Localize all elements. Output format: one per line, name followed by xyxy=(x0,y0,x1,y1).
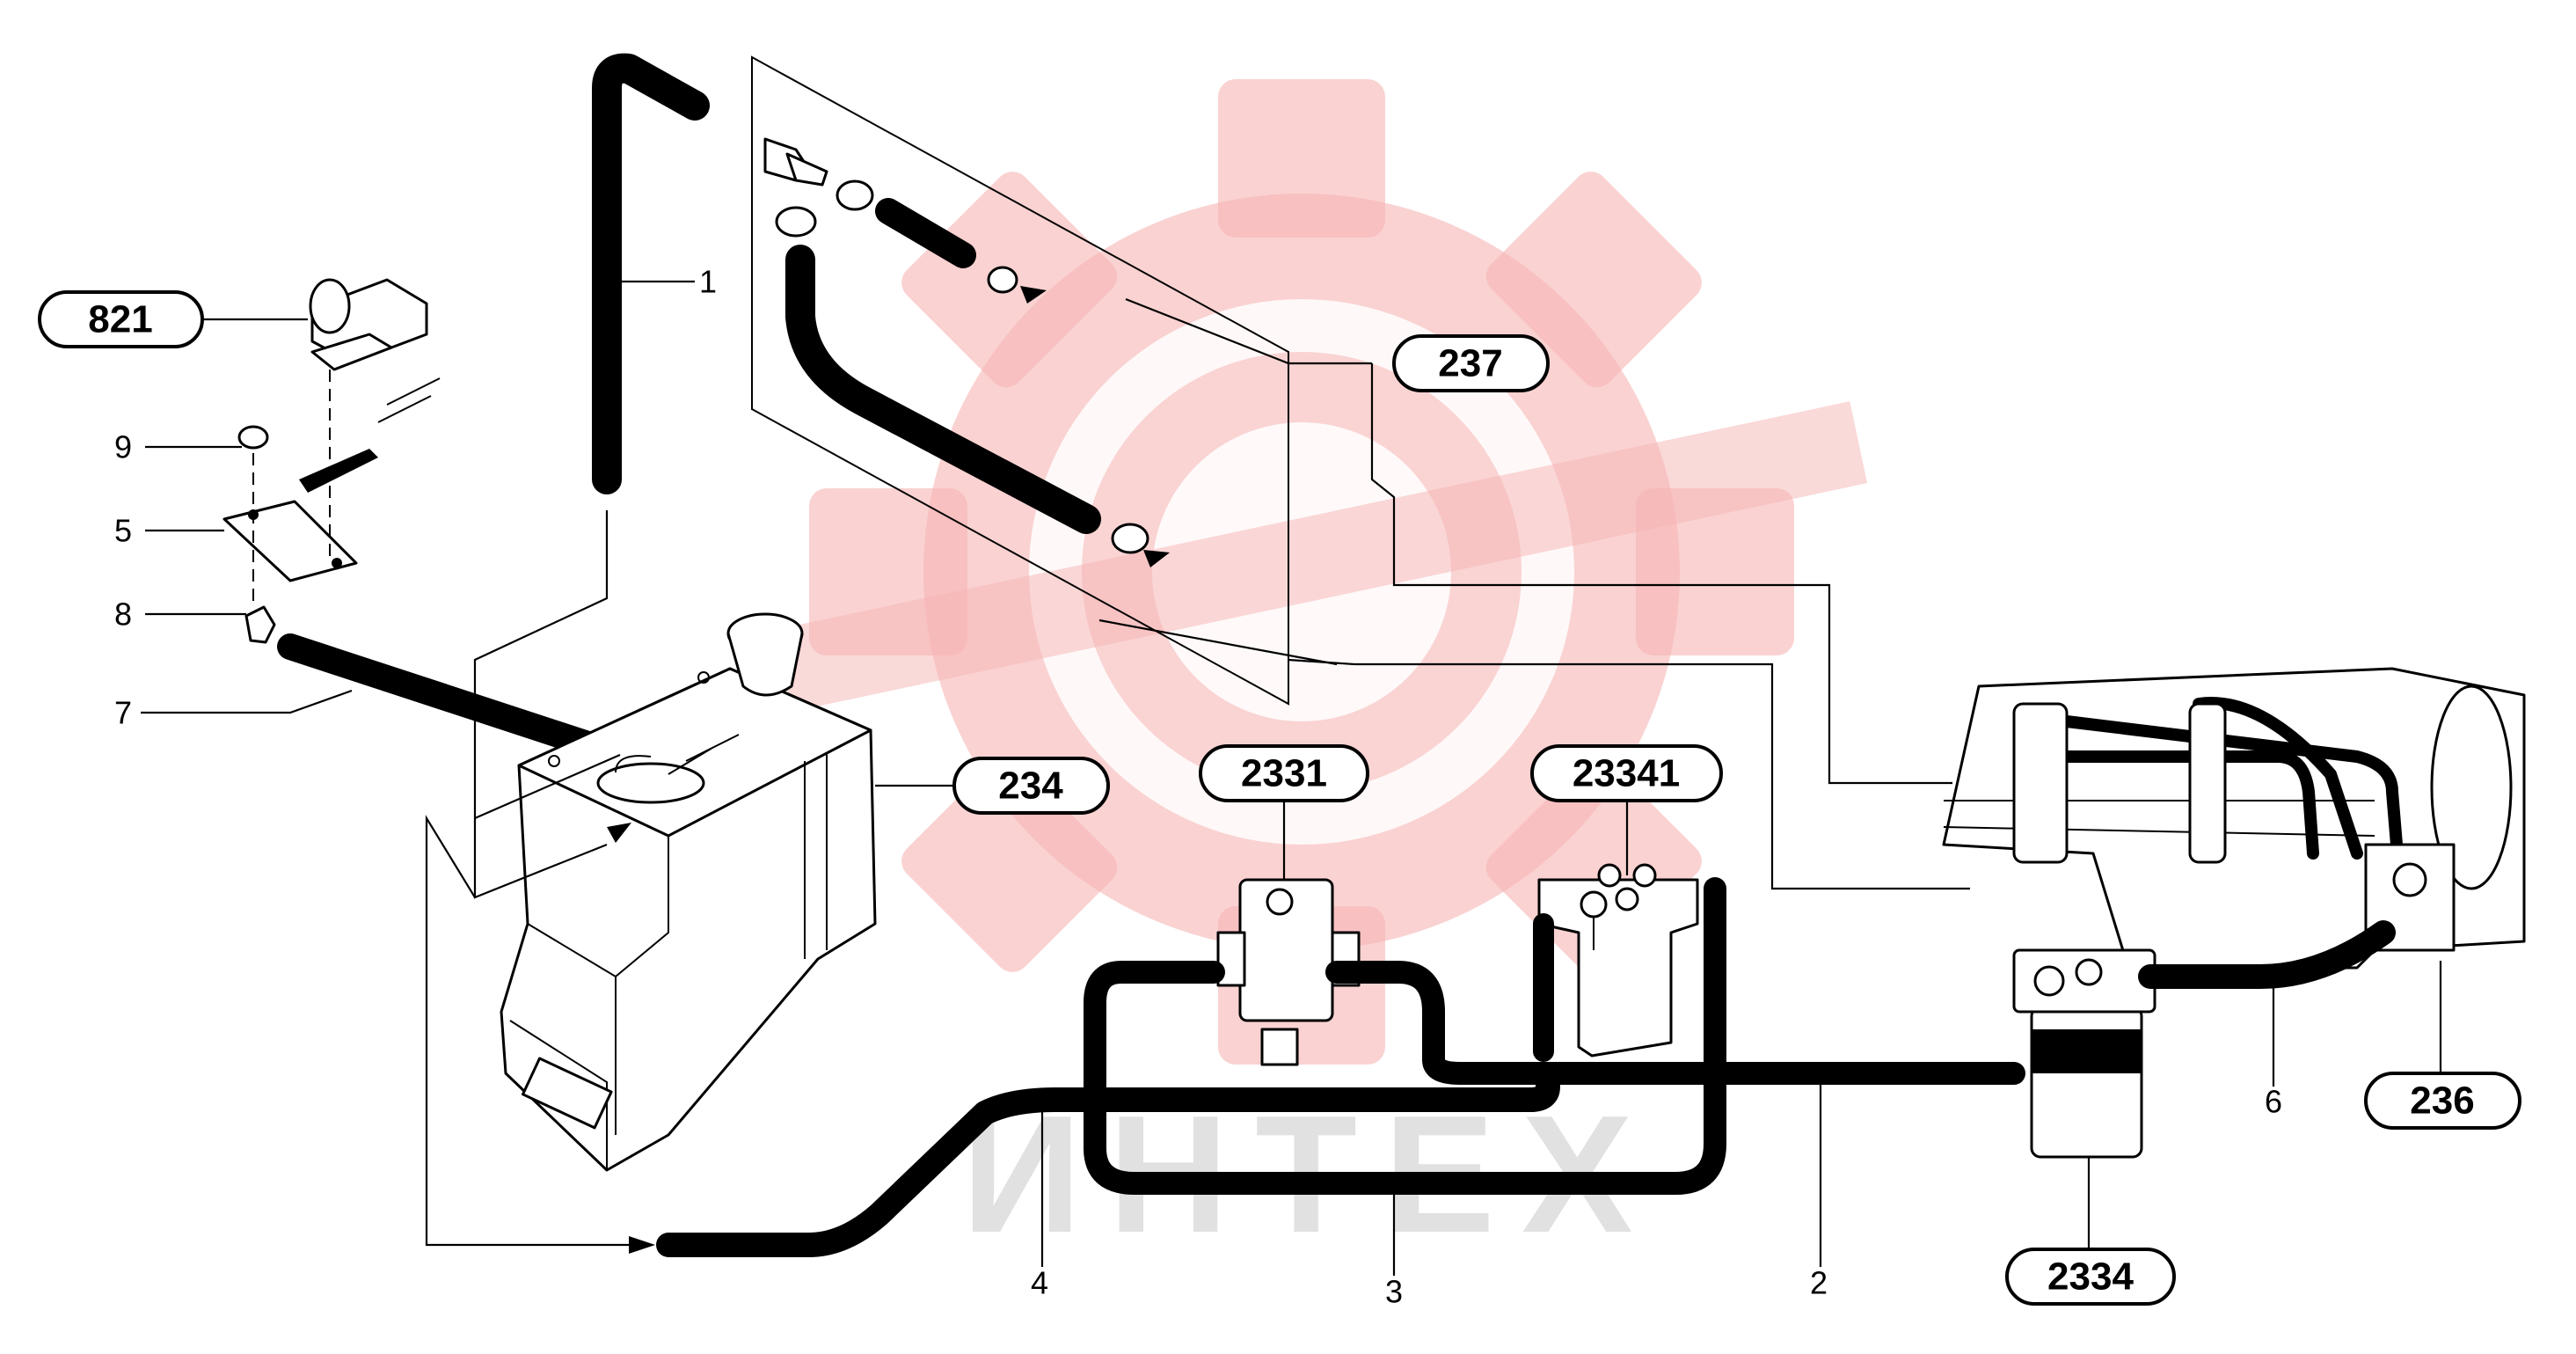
label-9: 9 xyxy=(114,429,132,465)
filter-23341-drawing xyxy=(1537,863,1699,1058)
label-6: 6 xyxy=(2265,1084,2282,1120)
svg-text:821: 821 xyxy=(88,298,152,341)
svg-text:236: 236 xyxy=(2410,1080,2474,1123)
pump-2331-drawing xyxy=(1216,878,1361,1066)
label-5: 5 xyxy=(114,513,132,549)
hose-3 xyxy=(1084,877,1726,1195)
svg-text:2334: 2334 xyxy=(2047,1255,2134,1299)
svg-text:237: 237 xyxy=(1438,342,1502,385)
hose-4 xyxy=(656,1074,1560,1257)
arrowheads xyxy=(607,286,1170,1254)
callout-2334: 2334 xyxy=(2005,1248,2176,1306)
hose-1 xyxy=(592,53,710,494)
label-2: 2 xyxy=(1810,1265,1828,1301)
callout-234: 234 xyxy=(952,757,1110,815)
hose-7 xyxy=(277,633,633,768)
label-7: 7 xyxy=(114,695,132,731)
label-1: 1 xyxy=(699,264,717,300)
label-8: 8 xyxy=(114,596,132,633)
pump-2334-drawing xyxy=(2012,948,2156,1159)
label-3: 3 xyxy=(1385,1274,1403,1310)
hose-6 xyxy=(2138,920,2396,989)
hose-2 xyxy=(1325,961,2025,1085)
kit-237-drawing xyxy=(751,55,1289,706)
callout-821: 821 xyxy=(38,290,204,348)
fuel-tank-234-drawing xyxy=(500,612,877,1172)
engine-236-drawing xyxy=(1942,667,2526,970)
callout-237: 237 xyxy=(1392,334,1550,392)
callout-23341: 23341 xyxy=(1530,744,1723,802)
callout-2331: 2331 xyxy=(1199,744,1369,802)
svg-text:2331: 2331 xyxy=(1241,752,1327,795)
bracket-821-drawing xyxy=(223,278,441,644)
label-4: 4 xyxy=(1031,1265,1048,1301)
leader-lines xyxy=(141,280,2442,1276)
callout-236: 236 xyxy=(2364,1072,2521,1130)
svg-text:234: 234 xyxy=(998,765,1063,808)
svg-text:23341: 23341 xyxy=(1573,752,1680,795)
